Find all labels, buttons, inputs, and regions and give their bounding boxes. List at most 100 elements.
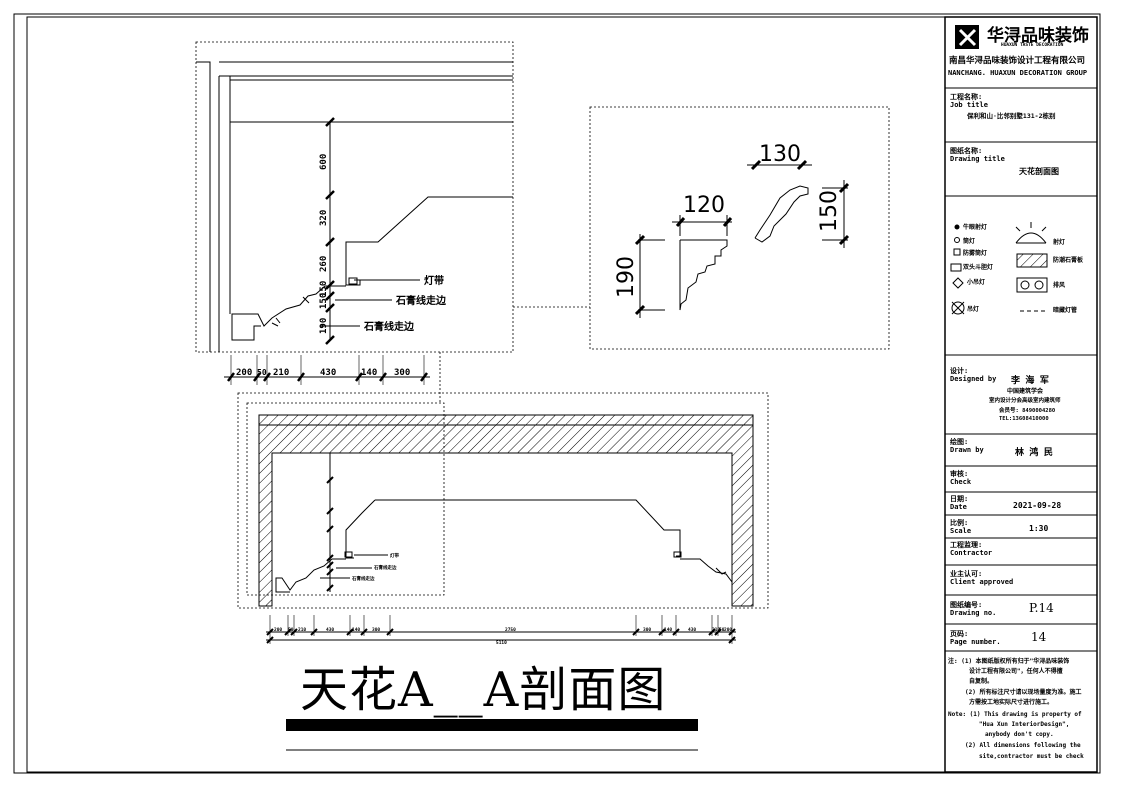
- legend-fogproof: 防雾筒灯: [963, 250, 988, 257]
- job-label-cn: 工程名称:: [950, 93, 983, 101]
- sec-dim-50a: 50: [288, 627, 294, 633]
- callout-connectors: [439, 306, 590, 403]
- job-label-en: Job title: [950, 101, 988, 109]
- sec-label-plaster-2: 石膏线走边: [351, 575, 375, 582]
- designed-label-cn: 设计:: [950, 367, 969, 375]
- ceiling-detail: [195, 41, 514, 385]
- job-label: 工程名称:Job title: [950, 93, 988, 109]
- date-label-en: Date: [950, 503, 967, 511]
- dim-v-260: 260: [319, 256, 329, 272]
- designed-label: 设计:Designed by: [950, 367, 996, 383]
- drawn-label-en: Drawn by: [950, 446, 984, 454]
- sec-dim-430b: 430: [688, 627, 696, 633]
- sec-dim-300b: 300: [643, 627, 651, 633]
- legend-gypsum: 防潮石膏板: [1053, 257, 1084, 264]
- dim-v-320: 320: [319, 210, 329, 226]
- sec-dim-210b: 210: [712, 627, 720, 633]
- legend-downlight: 筒灯: [963, 238, 976, 245]
- profile-dimension-texts: 120 190 130 150: [614, 142, 842, 298]
- contractor-label: 工程监理:Contractor: [950, 541, 992, 557]
- sec-dim-200a: 200: [274, 627, 282, 633]
- dim-h-50: 50: [257, 368, 267, 377]
- legend-double-spot: 双头斗胆灯: [963, 264, 994, 271]
- sec-dim-50b: 50: [719, 627, 725, 633]
- scale-value: 1:30: [1029, 524, 1049, 533]
- legend-bullseye: 牛眼射灯: [963, 224, 988, 231]
- scale-label-en: Scale: [950, 527, 972, 535]
- section-texts: 灯带 石膏线走边 石膏线走边 200 50 210 430 140 300 27…: [274, 552, 732, 646]
- company-full-name-en: NANCHANG. HUAXUN DECORATION GROUP: [948, 69, 1088, 77]
- company-logo-mark: [955, 25, 979, 49]
- sec-dim-140a: 140: [352, 627, 360, 633]
- scale-label-cn: 比例:: [950, 519, 969, 527]
- designer-org2: 室内设计分会高级室内建筑师: [989, 398, 1061, 404]
- cornice-profiles: [589, 106, 890, 350]
- designer-tel: TEL:13608410000: [999, 416, 1049, 422]
- dim-120: 120: [683, 193, 725, 218]
- client-label-en: Client approved: [950, 578, 1014, 586]
- legend-spot: 射灯: [1053, 239, 1066, 246]
- page-label: 页码:Page number.: [950, 630, 1001, 646]
- dim-v-150b: 150: [319, 293, 329, 309]
- page-label-cn: 页码:: [950, 630, 969, 638]
- dim-h-430: 430: [320, 368, 336, 378]
- legend-symbols: [950, 222, 1048, 315]
- designer-cert: 会员号: 8490004280: [999, 408, 1056, 414]
- title-block: 华浔品味装饰 HUAXUN TASTE DECORATION 南昌华浔品味装饰设…: [945, 17, 1097, 772]
- dim-190: 190: [614, 256, 639, 298]
- note-line-8: anybody don't copy.: [985, 731, 1054, 738]
- check-label-en: Check: [950, 478, 972, 486]
- dim-h-300: 300: [394, 368, 410, 378]
- sec-dim-430a: 430: [326, 627, 334, 633]
- drawing-label-cn: 图纸名称:: [950, 147, 983, 155]
- drawingno-label-en: Drawing no.: [950, 609, 997, 617]
- title-block-dividers: [945, 87, 1097, 652]
- page-label-en: Page number.: [950, 638, 1001, 646]
- contractor-label-en: Contractor: [950, 549, 993, 557]
- note-line-6: Note: (1) This drawing is property of: [948, 711, 1082, 718]
- drawing-label-en: Drawing title: [950, 155, 1005, 163]
- dim-130: 130: [759, 142, 801, 167]
- dim-v-600: 600: [319, 154, 329, 170]
- contractor-label-cn: 工程监理:: [950, 541, 983, 549]
- legend-hidden-tube: 暗藏灯管: [1053, 307, 1078, 314]
- sec-dim-140b: 140: [664, 627, 672, 633]
- dim-h-140: 140: [361, 368, 377, 378]
- date-label-cn: 日期:: [950, 495, 969, 503]
- dim-v-150a: 150: [319, 281, 329, 297]
- sec-dim-300a: 300: [372, 627, 380, 633]
- sec-dim-210a: 210: [298, 627, 306, 633]
- drawn-label-cn: 绘图:: [950, 438, 969, 446]
- drawn-label: 绘图:Drawn by: [950, 438, 984, 454]
- date-label: 日期:Date: [950, 495, 968, 511]
- drawingno-value: P.14: [1029, 601, 1054, 615]
- note-line-4: (2) 所有标注尺寸请以现场量度为准。施工: [965, 689, 1082, 696]
- designed-label-en: Designed by: [950, 375, 997, 383]
- outer-border: [13, 13, 1101, 774]
- title-block-frame: [944, 16, 1098, 773]
- drawingno-label: 图纸编号:Drawing no.: [950, 601, 996, 617]
- note-line-1: 注: (1) 本图纸版权所有归于"华浔品味装饰: [948, 658, 1070, 665]
- client-label: 业主认可:Client approved: [950, 570, 1013, 586]
- job-value: 保利和山·比邻别墅131-2栋别: [967, 112, 1056, 120]
- check-label-cn: 审核:: [950, 470, 969, 478]
- title-bar-thick: [286, 719, 698, 731]
- check-label: 审核:Check: [950, 470, 971, 486]
- label-plaster-line-2: 石膏线走边: [363, 320, 415, 333]
- sec-dim-200b: 200: [724, 627, 732, 633]
- legend-exhaust: 排风: [1053, 282, 1066, 289]
- dim-h-200: 200: [236, 368, 252, 378]
- scale-label: 比例:Scale: [950, 519, 971, 535]
- label-plaster-line-1: 石膏线走边: [395, 294, 447, 307]
- company-full-name-cn: 南昌华浔品味装饰设计工程有限公司: [949, 56, 1086, 66]
- sec-label-light-strip: 灯带: [390, 552, 399, 559]
- dim-h-210: 210: [273, 368, 289, 378]
- note-line-3: 自复制。: [969, 678, 994, 685]
- dim-v-190: 190: [319, 318, 329, 334]
- sec-dim-2750: 2750: [505, 627, 516, 633]
- note-line-7: "Hua Xun InteriorDesign",: [979, 721, 1070, 728]
- page-value: 14: [1031, 630, 1047, 644]
- designer: 李 海 军: [1011, 376, 1049, 386]
- detail-dimension-texts: 600 320 260 150 150 190 200 50 210 430 1…: [236, 154, 410, 378]
